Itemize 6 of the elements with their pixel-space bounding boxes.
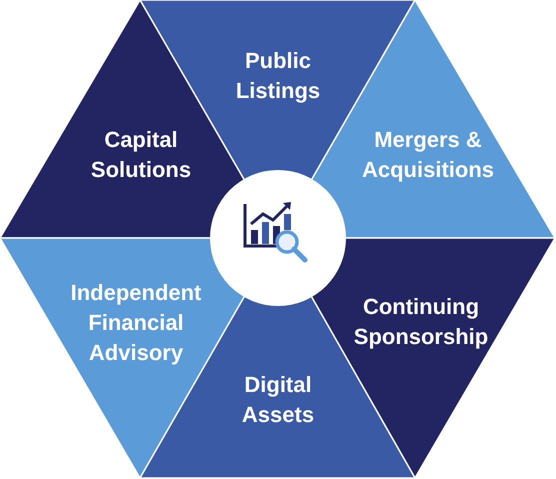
- segment-label: Public Listings: [234, 47, 322, 105]
- segment-label: Capital Solutions: [90, 126, 192, 184]
- segment-label: Continuing Sponsorship: [352, 293, 490, 351]
- segment-label: Mergers & Acquisitions: [360, 126, 495, 184]
- segment-label: Independent Financial Advisory: [70, 279, 202, 367]
- segment-label: Digital Assets: [240, 371, 316, 429]
